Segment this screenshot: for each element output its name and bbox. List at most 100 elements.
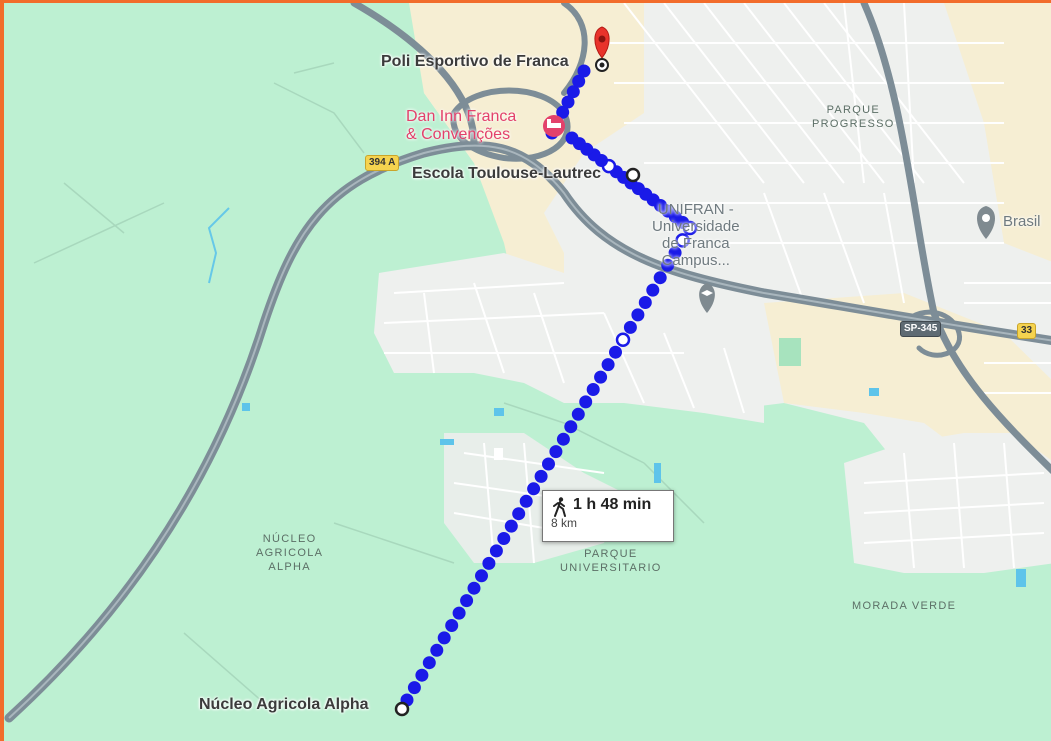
nucleo-line3: ALPHA bbox=[268, 561, 311, 573]
brasil-label[interactable]: Brasil bbox=[1003, 213, 1041, 230]
bed-icon[interactable] bbox=[543, 115, 565, 137]
parque-progresso-line2: PROGRESSO bbox=[812, 118, 895, 130]
route-dot bbox=[542, 457, 555, 471]
route-dot bbox=[460, 594, 474, 608]
university-label[interactable]: UNIFRAN - Universidade de Franca Campus.… bbox=[652, 201, 740, 269]
parque-progresso-label: PARQUE PROGRESSO bbox=[812, 103, 895, 131]
route-dot bbox=[623, 320, 637, 334]
water-pond-6 bbox=[869, 388, 879, 396]
sand-area-east bbox=[944, 3, 1051, 262]
route-info-card[interactable]: 1 h 48 min 8 km bbox=[542, 490, 674, 542]
route-dot bbox=[668, 246, 682, 260]
hotel-label-line2: & Convenções bbox=[406, 126, 511, 143]
destination-label[interactable]: Poli Esportivo de Franca bbox=[381, 53, 569, 70]
route-dot bbox=[549, 445, 563, 459]
parque-univ-line2: UNIVERSITARIO bbox=[560, 562, 662, 574]
route-dot bbox=[556, 105, 570, 119]
route-dot bbox=[512, 507, 526, 521]
route-dot bbox=[497, 532, 511, 545]
route-dot bbox=[519, 494, 533, 508]
route-dot bbox=[437, 631, 451, 645]
parque-univ-line1: PARQUE bbox=[584, 548, 638, 560]
route-dot bbox=[564, 420, 578, 434]
route-dot bbox=[601, 358, 615, 372]
route-dot bbox=[594, 370, 608, 384]
highway-sp345 bbox=[860, 3, 1051, 474]
university-label-line3: de Franca bbox=[662, 235, 730, 252]
route-dot bbox=[430, 643, 444, 657]
route-dot bbox=[527, 482, 541, 496]
route-dot bbox=[422, 656, 436, 670]
university-label-line2: Universidade bbox=[652, 218, 740, 235]
road-shield-sp345: SP-345 bbox=[900, 321, 942, 337]
highway-interchange bbox=[901, 309, 962, 358]
water-pond-2 bbox=[440, 439, 454, 445]
hotel-label[interactable]: Dan Inn Franca & Convenções bbox=[406, 108, 516, 144]
water-streams bbox=[207, 207, 230, 284]
route-dot bbox=[445, 619, 459, 632]
route-dot bbox=[631, 308, 645, 322]
route-dot bbox=[615, 332, 631, 348]
route-dot bbox=[489, 544, 503, 558]
parque-universitario-label: PARQUE UNIVERSITARIO bbox=[560, 547, 662, 575]
urban-area-west-block bbox=[374, 253, 764, 423]
hotel-label-line1: Dan Inn Franca bbox=[406, 108, 517, 125]
white-building bbox=[494, 448, 503, 460]
highway-north-ramp bbox=[561, 3, 588, 96]
route-dot bbox=[482, 556, 496, 570]
origin-label[interactable]: Núcleo Agricola Alpha bbox=[199, 696, 369, 713]
parque-progresso-line1: PARQUE bbox=[826, 104, 881, 116]
road-shield-394a: 394 A bbox=[365, 155, 400, 171]
water-pond-1 bbox=[242, 403, 250, 411]
walking-route[interactable] bbox=[400, 64, 698, 707]
graduation-cap-icon[interactable] bbox=[699, 283, 715, 313]
route-dot bbox=[475, 569, 488, 583]
sand-area-north bbox=[409, 3, 644, 333]
highway-centerlines bbox=[8, 144, 1051, 719]
road-shield-33: 33 bbox=[1017, 323, 1037, 339]
nucleo-agricola-label: NÚCLEO AGRICOLA ALPHA bbox=[256, 532, 323, 574]
map-base-layer bbox=[4, 3, 1051, 723]
destination-marker[interactable] bbox=[594, 26, 610, 72]
stop-marker[interactable] bbox=[625, 167, 641, 183]
location-pin-icon[interactable] bbox=[977, 206, 995, 239]
route-dot bbox=[565, 131, 579, 145]
route-dot bbox=[661, 258, 675, 272]
water-pond-3 bbox=[494, 408, 504, 416]
route-dot bbox=[534, 469, 548, 483]
route-dot bbox=[579, 395, 593, 409]
route-dot bbox=[577, 64, 591, 78]
route-dot bbox=[467, 581, 481, 595]
route-dot bbox=[407, 681, 421, 695]
route-dot bbox=[561, 95, 575, 109]
route-dot bbox=[653, 271, 667, 285]
morada-verde-label: MORADA VERDE bbox=[852, 600, 957, 612]
water-pond-5 bbox=[1016, 569, 1026, 587]
street-grid bbox=[383, 3, 1051, 569]
route-dot bbox=[675, 233, 690, 248]
route-dot bbox=[556, 432, 570, 446]
highway-north-loop bbox=[350, 3, 478, 147]
sand-area-southeast bbox=[764, 293, 1051, 520]
university-label-line4: Campus... bbox=[661, 252, 730, 269]
route-dot bbox=[415, 668, 429, 682]
route-dot bbox=[566, 85, 580, 99]
route-dot bbox=[504, 519, 518, 533]
route-dot bbox=[638, 296, 652, 309]
route-dot bbox=[609, 345, 622, 359]
water-pond-4 bbox=[654, 463, 661, 483]
minor-roads bbox=[33, 62, 705, 704]
origin-marker[interactable] bbox=[394, 701, 410, 717]
walking-person-icon bbox=[553, 497, 566, 517]
route-dot bbox=[572, 74, 586, 88]
urban-area-southeast bbox=[844, 433, 1051, 573]
university-label-line1: UNIFRAN - bbox=[657, 201, 734, 218]
route-dot bbox=[452, 606, 466, 620]
stop-label[interactable]: Escola Toulouse-Lautrec bbox=[412, 165, 602, 182]
route-dot bbox=[571, 407, 585, 421]
nucleo-line2: AGRICOLA bbox=[256, 547, 324, 559]
route-duration: 1 h 48 min bbox=[573, 496, 652, 513]
route-dot bbox=[586, 383, 600, 396]
route-dot bbox=[646, 283, 660, 297]
